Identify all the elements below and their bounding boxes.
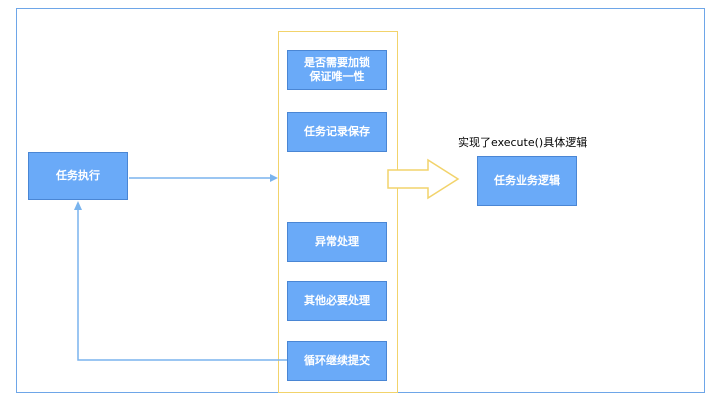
- step-loop-continue-submit[interactable]: 循环继续提交: [287, 341, 387, 381]
- step-task-record-save[interactable]: 任务记录保存: [287, 112, 387, 152]
- block-arrow-to-business-logic: [387, 158, 460, 200]
- step-other-processing[interactable]: 其他必要处理: [287, 281, 387, 321]
- task-execute-node[interactable]: 任务执行: [28, 152, 128, 200]
- step-lock-uniqueness[interactable]: 是否需要加锁 保证唯一性: [287, 50, 387, 90]
- task-business-logic-node[interactable]: 任务业务逻辑: [477, 156, 577, 206]
- arrow-loop-back: [74, 201, 287, 361]
- arrow-execute-to-steps: [129, 174, 278, 182]
- annotation-text: 实现了execute()具体逻辑: [458, 136, 588, 149]
- process-steps-container: [278, 31, 398, 393]
- step-exception-handling[interactable]: 异常处理: [287, 222, 387, 262]
